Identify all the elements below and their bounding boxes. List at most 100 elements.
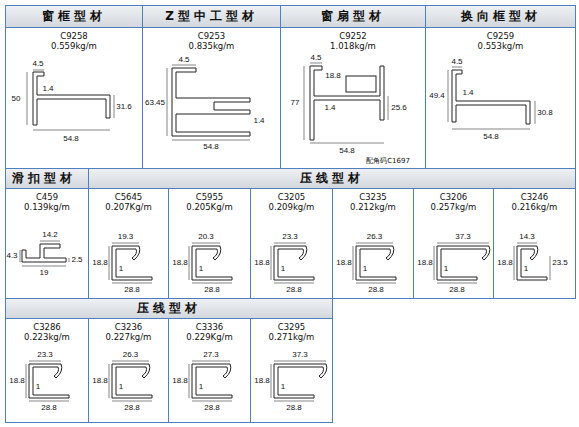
- press-line-profile: [112, 246, 152, 280]
- dimension-label: 18.8: [497, 258, 513, 267]
- dimension-label: 18.8: [325, 71, 341, 80]
- press-line-profiles: [26, 243, 550, 401]
- dimension-label: 28.8: [41, 403, 57, 412]
- unit-weight: 0.212kg/m: [333, 202, 413, 212]
- profile-code: C3336: [169, 322, 250, 332]
- dimension-label: 配角码C1697: [366, 157, 410, 165]
- dimension-label: 54.8: [63, 134, 79, 143]
- dimension-line: [274, 401, 314, 402]
- header-text: 压线型材: [300, 170, 364, 187]
- profile-code: C3236: [89, 322, 168, 332]
- dimension-label: 1.4: [42, 84, 53, 93]
- header-text: 滑扣型材: [12, 170, 76, 187]
- dimension-line: [112, 283, 152, 284]
- dimension-line: [29, 361, 61, 362]
- dimension-lines: [20, 63, 535, 266]
- dimension-label: 28.8: [449, 285, 465, 294]
- dimension-label: 4.5: [32, 59, 43, 68]
- profile-code: C459: [6, 192, 88, 202]
- profile-c9252-chamber: [346, 76, 376, 92]
- unit-weight: 0.271kg/m: [251, 332, 332, 342]
- category-header: 滑扣型材: [5, 168, 89, 189]
- unit-weight: 1.018kg/m: [281, 41, 425, 51]
- profile-code: C9259: [426, 31, 575, 41]
- dimension-line: [517, 243, 537, 244]
- unit-weight: 0.205Kg/m: [169, 202, 250, 212]
- press-line-profile: [274, 246, 314, 280]
- unit-weight: 0.223kg/m: [6, 332, 88, 342]
- dimension-label: 19: [40, 268, 49, 277]
- dimension-line: [274, 361, 326, 362]
- category-header: 压线型材: [5, 298, 333, 319]
- dimension-line: [26, 364, 27, 398]
- category-header: Z型中工型材: [142, 5, 281, 28]
- dimension-label: 18.8: [254, 376, 270, 385]
- unit-weight: 0.559kg/m: [6, 41, 142, 51]
- dimension-label: 18.8: [92, 258, 108, 267]
- profile-code: C5955: [169, 192, 250, 202]
- unit-weight: 0.229Kg/m: [169, 332, 250, 342]
- profile-code: C9253: [143, 31, 280, 41]
- dimension-label: 18.8: [92, 376, 108, 385]
- dimension-label: 4.5: [451, 57, 462, 66]
- dimension-line: [109, 364, 110, 398]
- dimension-line: [112, 401, 152, 402]
- dimension-line: [353, 246, 354, 280]
- profile-c9259: [452, 70, 530, 124]
- profile-cell: C32460.216kg/m: [493, 188, 576, 299]
- profile-code: C3286: [6, 322, 88, 332]
- dimension-label: 50: [12, 94, 21, 103]
- profile-c9253: [172, 68, 250, 136]
- dimension-label: 28.8: [124, 285, 140, 294]
- dimension-label: 18.8: [336, 258, 352, 267]
- dimension-line: [29, 401, 69, 402]
- dimension-label: 1: [444, 264, 448, 273]
- dimension-label: 28.8: [204, 403, 220, 412]
- dimension-line: [356, 283, 396, 284]
- dimension-line: [271, 246, 272, 280]
- dimension-label: 1.4: [324, 103, 335, 112]
- dimension-line: [112, 243, 139, 244]
- unit-weight: 0.227kg/m: [89, 332, 168, 342]
- dimension-label: 26.3: [367, 232, 383, 241]
- header-text: Z型中工型材: [165, 8, 258, 25]
- press-line-profile: [192, 364, 232, 398]
- profile-c9258: [33, 72, 110, 125]
- profile-cell: C32060.257kg/m: [413, 188, 494, 299]
- dimension-label: 2.5: [71, 255, 82, 264]
- dimension-label: 1: [199, 382, 203, 391]
- dimension-label: 4.3: [6, 251, 17, 260]
- dimension-label: 18.8: [417, 258, 433, 267]
- dimension-label: 1: [199, 264, 203, 273]
- profile-code: C3246: [494, 192, 575, 202]
- header-text: 窗框型材: [42, 8, 106, 25]
- profile-code: C3205: [251, 192, 332, 202]
- header-text: 压线型材: [137, 300, 201, 317]
- dimension-label: 28.8: [286, 285, 302, 294]
- dimension-label: 28.8: [124, 403, 140, 412]
- profile-code: C3206: [414, 192, 493, 202]
- press-line-profile: [29, 364, 69, 398]
- dimension-label: 1: [119, 382, 123, 391]
- category-header: 压线型材: [88, 168, 576, 189]
- profile-code: C5645: [89, 192, 168, 202]
- dimension-label: 23.5: [552, 258, 568, 267]
- header-text: 换向框型材: [461, 8, 541, 25]
- dimension-line: [192, 401, 232, 402]
- category-header: 窗框型材: [5, 5, 143, 28]
- dimension-line: [192, 283, 232, 284]
- dimension-label: 23.3: [282, 232, 298, 241]
- dimension-label: 1: [281, 382, 285, 391]
- press-line-profile: [517, 246, 547, 280]
- dimension-label: 1.4: [253, 116, 264, 125]
- profile-code: C3235: [333, 192, 413, 202]
- dimension-label: 30.8: [537, 108, 553, 117]
- dimension-line: [189, 246, 190, 280]
- profile-c459: [22, 244, 66, 262]
- dimension-label: 20.3: [198, 232, 214, 241]
- dimension-line: [192, 361, 230, 362]
- dimension-label: 1: [281, 264, 285, 273]
- header-text: 窗扇型材: [321, 8, 385, 25]
- unit-weight: 0.257kg/m: [414, 202, 493, 212]
- dimension-line: [550, 256, 551, 280]
